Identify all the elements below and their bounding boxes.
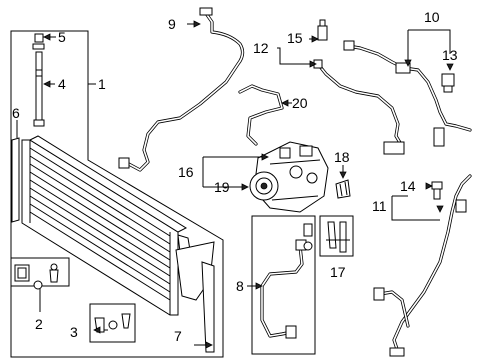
callout-numbers: 1 2 3 4 5 6 7 8 9 10 11 12 13 14 15 16 1… <box>12 9 458 344</box>
pipe-12 <box>277 19 405 155</box>
callout-16: 16 <box>178 164 194 180</box>
bracket-kit-2 <box>10 257 70 290</box>
hose-9 <box>118 7 245 172</box>
compressor <box>202 141 351 213</box>
callout-15: 15 <box>287 30 303 46</box>
callout-11: 11 <box>372 198 387 214</box>
pipe-10 <box>343 29 472 147</box>
callout-18: 18 <box>334 149 350 165</box>
callout-1: 1 <box>98 76 106 92</box>
callout-19: 19 <box>214 179 230 195</box>
bolt-set-17 <box>319 215 354 257</box>
callout-13: 13 <box>442 47 458 63</box>
condenser-core <box>21 135 215 316</box>
callout-10: 10 <box>424 9 440 25</box>
callout-20: 20 <box>292 95 308 111</box>
callout-12: 12 <box>253 40 269 56</box>
callout-17: 17 <box>330 264 346 280</box>
callout-6: 6 <box>12 105 20 121</box>
side-bracket-7 <box>201 261 215 353</box>
compressor-bracket-20 <box>238 84 292 146</box>
bracket-kit-3 <box>89 303 136 343</box>
callout-2: 2 <box>35 316 43 332</box>
side-seal-strip <box>11 137 20 223</box>
callout-5: 5 <box>58 29 66 45</box>
callout-9: 9 <box>168 16 176 32</box>
leader-arrows <box>43 20 454 349</box>
callout-3: 3 <box>70 324 78 340</box>
callout-4: 4 <box>58 76 66 92</box>
receiver-drier <box>32 33 45 127</box>
callout-8: 8 <box>236 278 244 294</box>
callout-7: 7 <box>174 328 182 344</box>
pipe-11 <box>373 174 472 357</box>
callout-14: 14 <box>400 178 416 194</box>
condenser-group-frame <box>10 30 224 358</box>
